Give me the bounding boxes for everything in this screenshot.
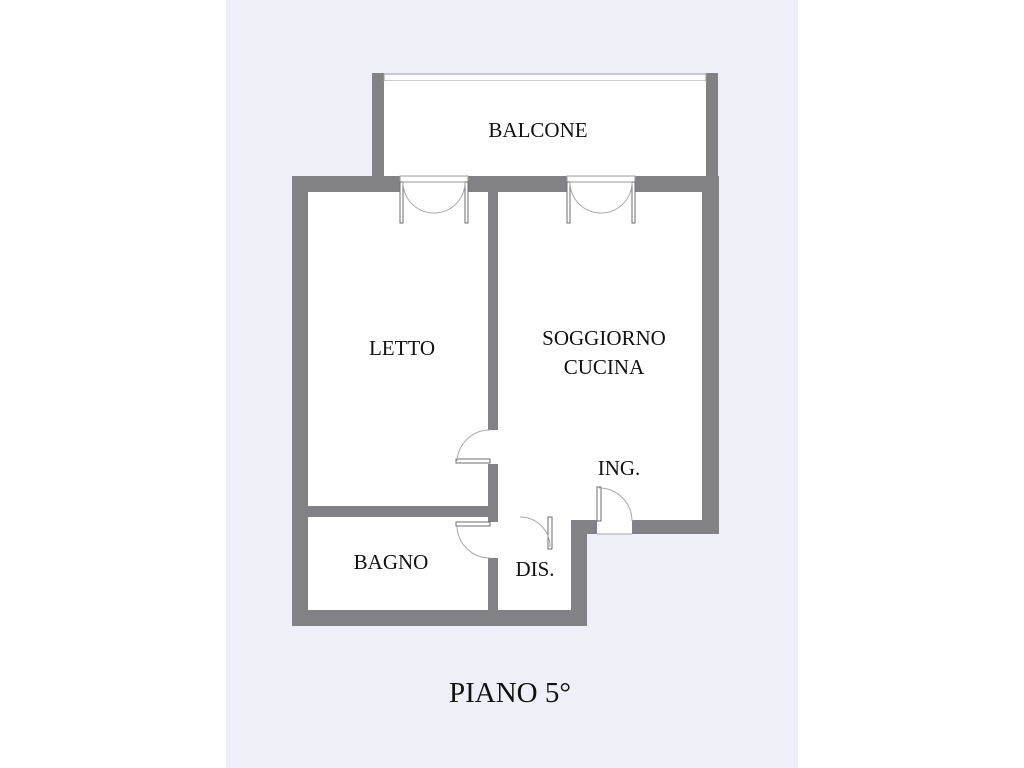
rooms <box>308 81 706 610</box>
door-bagno <box>455 521 498 559</box>
label-soggiorno: SOGGIORNO <box>542 326 666 350</box>
door-letto <box>455 429 498 464</box>
label-cucina: CUCINA <box>564 355 645 379</box>
floor-label: PIANO 5° <box>449 677 571 709</box>
door-disimpegno <box>519 506 553 550</box>
label-letto: LETTO <box>369 336 435 360</box>
room-ingresso-notch <box>579 506 632 520</box>
door-ingresso <box>596 486 633 535</box>
page-margin-left <box>0 0 226 768</box>
french-door-soggiorno-balcone <box>566 175 636 224</box>
label-ingresso: ING. <box>598 456 641 480</box>
label-disimpegno: DIS. <box>515 557 554 581</box>
room-soggiorno-cucina <box>498 192 702 520</box>
page-margin-right <box>798 0 1024 768</box>
label-bagno: BAGNO <box>354 550 429 574</box>
walls <box>292 73 719 626</box>
room-disimpegno <box>498 517 571 610</box>
label-balcone: BALCONE <box>488 118 587 142</box>
balcony-railing <box>383 73 707 82</box>
room-balcone <box>384 81 706 176</box>
french-door-letto-balcone <box>399 175 469 224</box>
